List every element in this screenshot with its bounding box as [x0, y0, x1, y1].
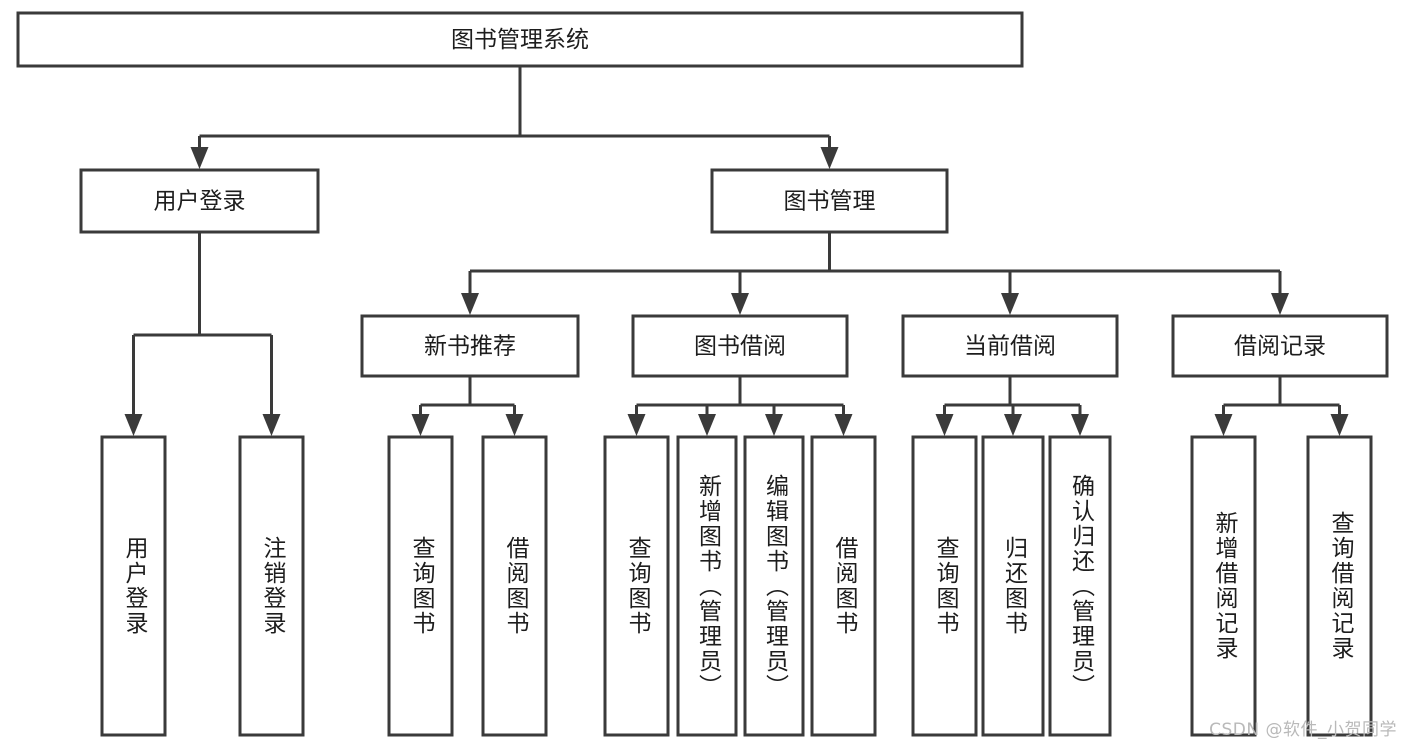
node-label-wrap-l_borrow_book_1: 借阅图书 — [502, 536, 528, 636]
node-label-n_book_mgmt: 图书管理 — [784, 189, 876, 215]
node-label-l_borrow_book_2: 借阅图书 — [831, 536, 857, 636]
node-box-l_borrow_book_1[interactable] — [481, 435, 548, 737]
node-box-n_current_borrow[interactable] — [901, 314, 1119, 378]
node-label-n_borrow_record: 借阅记录 — [1234, 334, 1326, 360]
node-l_query_book_2[interactable]: 查询图书 — [603, 435, 670, 737]
node-label-wrap-l_user_login: 用户登录 — [121, 536, 147, 636]
arrow-icon-n_user_login-0 — [124, 414, 143, 436]
node-box-l_edit_book[interactable] — [743, 435, 805, 737]
node-l_user_login[interactable]: 用户登录 — [100, 435, 167, 737]
node-label-n_current_borrow: 当前借阅 — [964, 334, 1056, 360]
arrow-icon-n_book_borrow-2 — [765, 414, 783, 436]
node-box-root[interactable] — [16, 11, 1024, 68]
node-label-wrap-l_query_record: 查询借阅记录 — [1327, 511, 1353, 661]
arrow-icon-n_book_mgmt-1 — [731, 293, 749, 315]
node-box-l_return_book[interactable] — [981, 435, 1045, 737]
arrow-icon-n_new_book_rec-0 — [411, 414, 430, 436]
node-root[interactable]: 图书管理系统 — [16, 11, 1024, 68]
node-label-l_edit_book: 编辑图书（管理员） — [761, 473, 788, 699]
node-n_book_mgmt[interactable]: 图书管理 — [710, 168, 949, 234]
node-box-n_book_mgmt[interactable] — [710, 168, 949, 234]
node-box-l_confirm_return[interactable] — [1048, 435, 1112, 737]
node-l_borrow_book_1[interactable]: 借阅图书 — [481, 435, 548, 737]
node-n_new_book_rec[interactable]: 新书推荐 — [360, 314, 580, 378]
node-box-l_user_login[interactable] — [100, 435, 167, 737]
node-label-wrap-l_add_record: 新增借阅记录 — [1211, 511, 1237, 661]
node-box-l_query_record[interactable] — [1306, 435, 1373, 737]
arrow-icon-n_book_borrow-0 — [627, 414, 646, 436]
arrow-icon-n_book_mgmt-0 — [461, 293, 479, 315]
arrow-icon-root-1 — [820, 147, 839, 169]
node-box-l_query_book_3[interactable] — [911, 435, 978, 737]
node-label-wrap-l_edit_book: 编辑图书（管理员） — [761, 473, 788, 699]
node-label-wrap-l_confirm_return: 确认归还（管理员） — [1067, 473, 1094, 699]
node-label-wrap-l_logout: 注销登录 — [259, 536, 285, 636]
arrow-icon-n_new_book_rec-1 — [505, 414, 524, 436]
node-label-n_new_book_rec: 新书推荐 — [424, 334, 516, 360]
arrow-icon-n_current_borrow-1 — [1004, 414, 1022, 436]
node-label-root: 图书管理系统 — [451, 27, 589, 53]
node-n_book_borrow[interactable]: 图书借阅 — [631, 314, 849, 378]
node-label-l_confirm_return: 确认归还（管理员） — [1067, 473, 1094, 699]
node-l_logout[interactable]: 注销登录 — [238, 435, 305, 737]
arrow-icon-n_book_mgmt-3 — [1271, 293, 1289, 315]
node-n_user_login[interactable]: 用户登录 — [79, 168, 320, 234]
node-l_query_record[interactable]: 查询借阅记录 — [1306, 435, 1373, 737]
node-l_borrow_book_2[interactable]: 借阅图书 — [810, 435, 877, 737]
node-l_add_record[interactable]: 新增借阅记录 — [1190, 435, 1257, 737]
node-label-l_add_record: 新增借阅记录 — [1211, 511, 1237, 661]
arrow-icon-n_current_borrow-0 — [935, 414, 954, 436]
node-box-n_borrow_record[interactable] — [1171, 314, 1389, 378]
arrow-icon-n_borrow_record-0 — [1214, 414, 1233, 436]
node-label-n_user_login: 用户登录 — [154, 189, 246, 215]
node-box-l_query_book_1[interactable] — [387, 435, 454, 737]
node-l_confirm_return[interactable]: 确认归还（管理员） — [1048, 435, 1112, 737]
node-label-l_query_book_1: 查询图书 — [408, 536, 434, 636]
node-l_query_book_3[interactable]: 查询图书 — [911, 435, 978, 737]
node-box-l_query_book_2[interactable] — [603, 435, 670, 737]
node-box-l_logout[interactable] — [238, 435, 305, 737]
node-label-n_book_borrow: 图书借阅 — [694, 334, 786, 360]
node-label-l_add_book: 新增图书（管理员） — [694, 473, 721, 699]
node-l_query_book_1[interactable]: 查询图书 — [387, 435, 454, 737]
node-label-l_user_login: 用户登录 — [121, 536, 147, 636]
node-box-l_add_book[interactable] — [676, 435, 738, 737]
watermark-label: CSDN @软件_小贺同学 — [1209, 720, 1397, 740]
node-box-n_book_borrow[interactable] — [631, 314, 849, 378]
node-label-wrap-l_query_book_3: 查询图书 — [932, 536, 958, 636]
node-l_add_book[interactable]: 新增图书（管理员） — [676, 435, 738, 737]
node-label-wrap-l_query_book_2: 查询图书 — [624, 536, 650, 636]
node-label-wrap-l_add_book: 新增图书（管理员） — [694, 473, 721, 699]
arrow-icon-root-0 — [190, 147, 209, 169]
node-label-l_return_book: 归还图书 — [1000, 536, 1027, 636]
node-label-l_query_book_3: 查询图书 — [932, 536, 958, 636]
arrow-icon-n_user_login-1 — [262, 414, 281, 436]
node-layer: 图书管理系统用户登录图书管理新书推荐图书借阅当前借阅借阅记录用户登录注销登录查询… — [16, 11, 1389, 737]
arrow-icon-n_book_mgmt-2 — [1001, 293, 1019, 315]
arrow-icon-n_current_borrow-2 — [1071, 414, 1089, 436]
node-label-wrap-l_query_book_1: 查询图书 — [408, 536, 434, 636]
node-label-wrap-l_borrow_book_2: 借阅图书 — [831, 536, 857, 636]
arrow-icon-n_borrow_record-1 — [1330, 414, 1349, 436]
node-n_current_borrow[interactable]: 当前借阅 — [901, 314, 1119, 378]
node-l_return_book[interactable]: 归还图书 — [981, 435, 1045, 737]
node-label-l_query_record: 查询借阅记录 — [1327, 511, 1353, 661]
connector-layer — [124, 66, 1349, 436]
node-n_borrow_record[interactable]: 借阅记录 — [1171, 314, 1389, 378]
node-box-l_add_record[interactable] — [1190, 435, 1257, 737]
arrow-icon-n_book_borrow-1 — [698, 414, 716, 436]
node-label-l_borrow_book_1: 借阅图书 — [502, 536, 528, 636]
node-l_edit_book[interactable]: 编辑图书（管理员） — [743, 435, 805, 737]
node-label-l_query_book_2: 查询图书 — [624, 536, 650, 636]
node-label-l_logout: 注销登录 — [259, 536, 285, 636]
node-box-l_borrow_book_2[interactable] — [810, 435, 877, 737]
node-label-wrap-l_return_book: 归还图书 — [1000, 536, 1027, 636]
arrow-icon-n_book_borrow-3 — [834, 414, 853, 436]
node-box-n_new_book_rec[interactable] — [360, 314, 580, 378]
node-box-n_user_login[interactable] — [79, 168, 320, 234]
